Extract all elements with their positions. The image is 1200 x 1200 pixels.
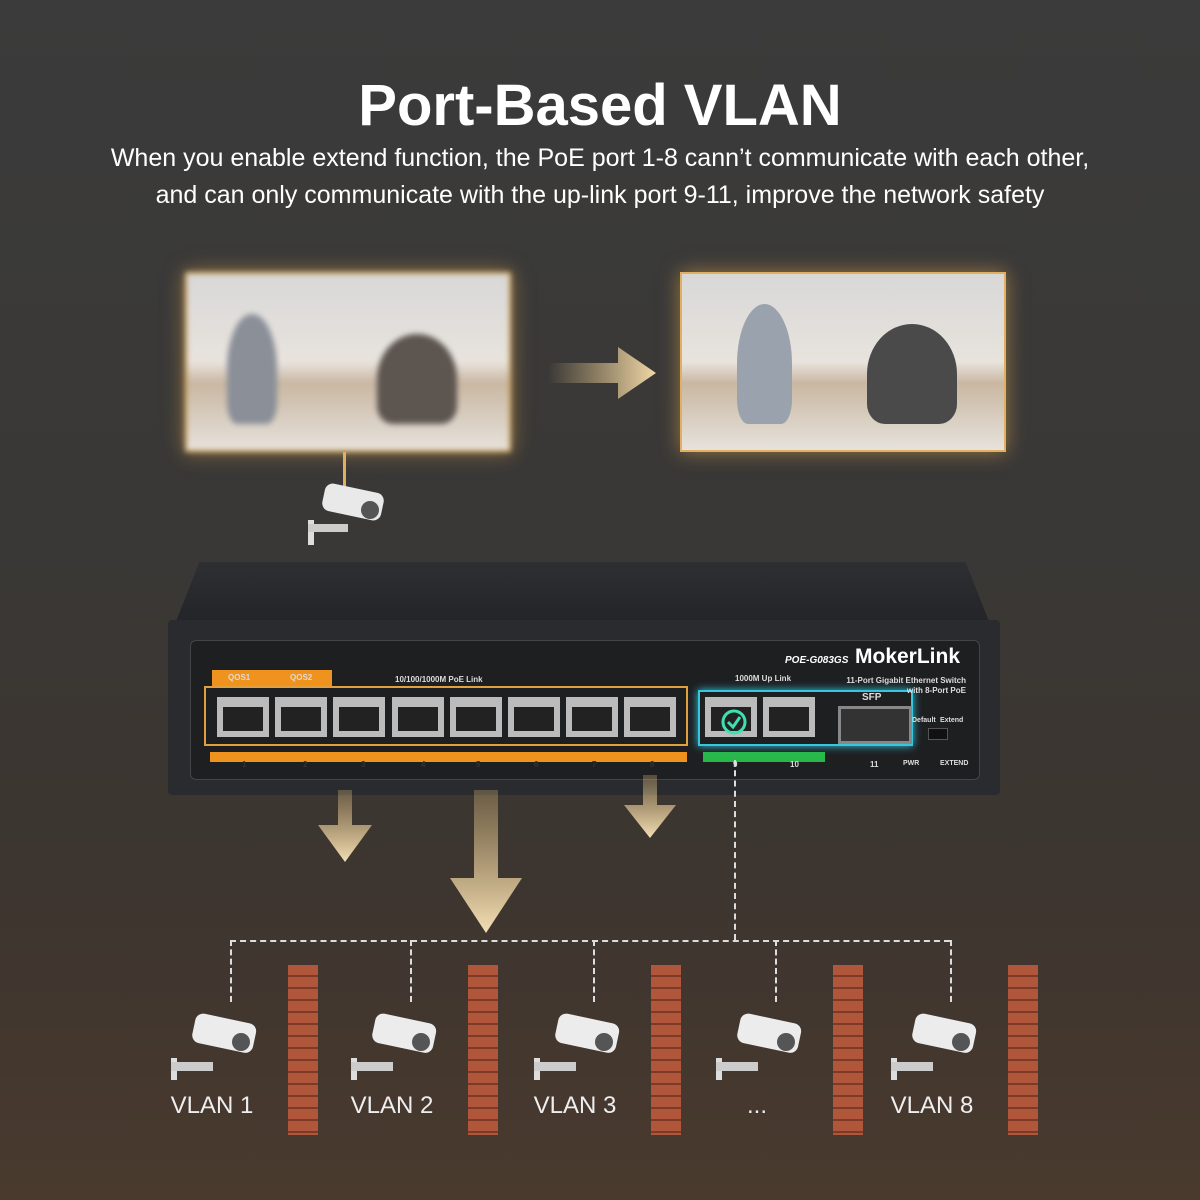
default-label: Default: [912, 717, 936, 724]
ethernet-port-4: [392, 697, 444, 737]
brand-logo: MokerLink: [855, 645, 961, 668]
blurry-camera-image: [185, 272, 511, 452]
port-number: 10: [790, 760, 799, 769]
uplink-label: 1000M Up Link: [735, 674, 792, 683]
ethernet-port-2: [275, 697, 327, 737]
camera-icon: [534, 1013, 620, 1080]
vlan-label: ...: [746, 1092, 767, 1119]
subtitle-line-2: and can only communicate with the up-lin…: [155, 181, 1045, 209]
switch-description-1: 11-Port Gigabit Ethernet Switch: [846, 676, 966, 685]
camera-icon: [891, 1013, 977, 1080]
model-label: POE-G083GS: [785, 655, 849, 666]
port-number: 8: [650, 760, 655, 769]
pwr-label: PWR: [903, 760, 920, 767]
poe-link-label: 10/100/1000M PoE Link: [395, 675, 483, 684]
qos1-label: QOS1: [228, 673, 251, 682]
brick-wall: [288, 965, 318, 1135]
brick-wall: [651, 965, 681, 1135]
port-number: 2: [303, 760, 308, 769]
arrow-right-icon: [548, 347, 656, 399]
camera-icon: [171, 1013, 257, 1080]
port-number: 3: [361, 760, 366, 769]
port-number: 6: [534, 760, 539, 769]
camera-icon: [308, 483, 384, 545]
subtitle-line-1: When you enable extend function, the PoE…: [110, 144, 1090, 172]
camera-icon: [351, 1013, 437, 1080]
ethernet-port-1: [217, 697, 269, 737]
extend-toggle[interactable]: [928, 728, 948, 740]
brick-wall: [1008, 965, 1038, 1135]
ethernet-port-8: [624, 697, 676, 737]
qos2-label: QOS2: [290, 673, 313, 682]
vlan-label: VLAN 1: [170, 1092, 254, 1119]
brick-wall: [833, 965, 863, 1135]
arrow-down-icon: [318, 790, 372, 862]
page-title: Port-Based VLAN: [358, 73, 842, 138]
clear-camera-image: [680, 272, 1006, 452]
extend-label: Extend: [940, 717, 964, 724]
switch-top: [175, 562, 990, 624]
vlan-label: VLAN 8: [890, 1092, 974, 1119]
brick-wall: [468, 965, 498, 1135]
port-number: 5: [476, 760, 481, 769]
port-number: 4: [421, 760, 426, 769]
port-number: 11: [870, 760, 879, 769]
ethernet-port-6: [508, 697, 560, 737]
check-icon: [721, 709, 747, 735]
vlan-label: VLAN 2: [350, 1092, 434, 1119]
switch-description-2: with 8-Port PoE: [906, 686, 966, 695]
port-number: 7: [592, 760, 597, 769]
arrow-down-icon: [450, 790, 522, 933]
ethernet-port-7: [566, 697, 618, 737]
vlan-label: VLAN 3: [533, 1092, 617, 1119]
ethernet-port-3: [333, 697, 385, 737]
camera-icon: [716, 1013, 802, 1080]
ethernet-port-10: [763, 697, 815, 737]
connector-line: [343, 452, 346, 487]
ethernet-port-5: [450, 697, 502, 737]
sfp-label: SFP: [862, 692, 882, 703]
sfp-port: [838, 706, 912, 744]
extend-indicator-label: EXTEND: [940, 760, 969, 767]
port-number: 1: [242, 760, 247, 769]
